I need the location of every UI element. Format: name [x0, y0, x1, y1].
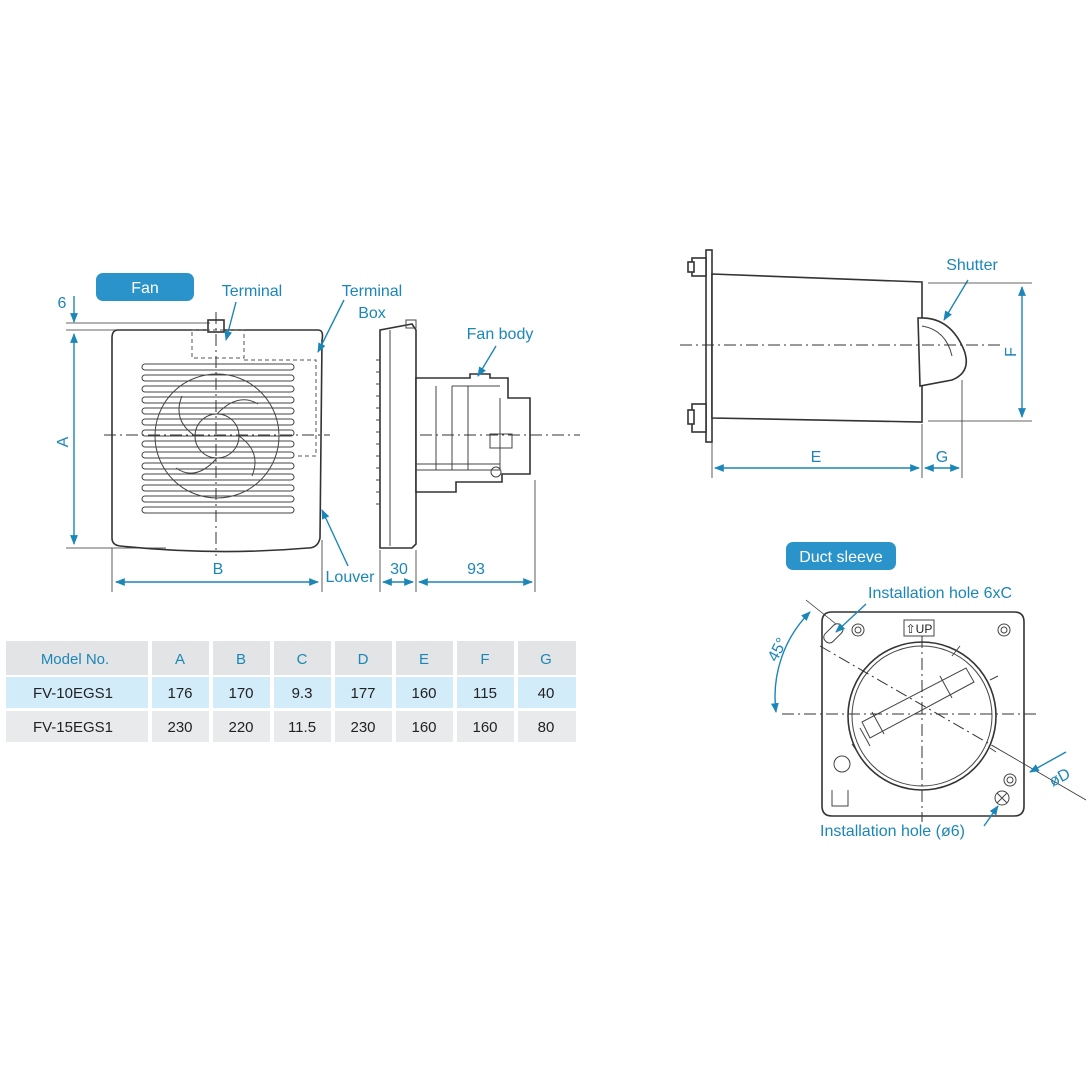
table-cell: 160 [411, 685, 436, 702]
table-cell: 160 [472, 719, 497, 736]
table-cell: 115 [473, 685, 497, 702]
dim-93-label: 93 [467, 561, 485, 578]
hole-d6 [994, 790, 1010, 806]
spec-table: Model No. A B C D E F G FV-10EGS1 176 17… [6, 641, 576, 742]
terminal-label: Terminal [222, 283, 282, 300]
duct-sleeve-front-view: Duct sleeve ⇧UP 45° [765, 542, 1087, 840]
sleeve-flange [705, 249, 713, 443]
table-header-e: E [419, 651, 429, 668]
table-cell: 220 [228, 719, 253, 736]
dia-d-label: øD [1046, 766, 1073, 791]
table-header-d: D [358, 651, 369, 668]
dim-a-label: A [55, 436, 72, 447]
shutter-label: Shutter [946, 257, 998, 274]
duct-sleeve-tag [786, 542, 896, 570]
angle-label: 45° [765, 635, 791, 664]
install-hole-6xc-label: Installation hole 6xC [868, 585, 1012, 602]
table-cell: 176 [167, 685, 192, 702]
table-cell: 230 [350, 719, 375, 736]
table-cell: 80 [538, 719, 555, 736]
dim-g-label: G [936, 449, 948, 466]
terminal-box-hidden [244, 359, 317, 457]
fan-side-view: Fan body 30 93 [376, 319, 580, 592]
sleeve-side-view: Shutter F E G [680, 249, 1032, 478]
side-motor-body [415, 373, 531, 493]
duct-sleeve-tag-label: Duct sleeve [799, 549, 883, 566]
fan-tag-label: Fan [131, 280, 159, 297]
table-cell: 11.5 [288, 719, 316, 736]
table-cell: 40 [538, 685, 555, 702]
impeller-outline [154, 373, 280, 499]
table-cell: 170 [228, 685, 253, 702]
table-cell: 160 [411, 719, 436, 736]
sleeve-tube [711, 273, 923, 423]
terminal-box-label-2: Box [358, 305, 386, 322]
install-hole-d6-label: Installation hole (ø6) [820, 823, 965, 840]
table-cell: 177 [350, 685, 375, 702]
fan-body-label: Fan body [467, 326, 534, 343]
side-grill-teeth [376, 359, 380, 505]
table-header-bg [6, 641, 148, 675]
table-cell: FV-15EGS1 [33, 719, 113, 736]
table-header-model: Model No. [41, 651, 109, 668]
table-header-g: G [540, 651, 552, 668]
fan-tag [96, 273, 194, 301]
table-row-2-bg [6, 711, 148, 742]
dim-e-label: E [811, 449, 822, 466]
terminal-box-label-1: Terminal [342, 283, 402, 300]
fan-front-view: Fan [55, 273, 402, 592]
dim-f-label: F [1003, 347, 1020, 357]
table-cell: 9.3 [292, 685, 313, 702]
table-header-a: A [175, 651, 185, 668]
impeller-blades [175, 395, 259, 477]
dim-30-label: 30 [390, 561, 408, 578]
dim-b-label: B [213, 561, 224, 578]
table-cell: 230 [167, 719, 192, 736]
damper-plate [861, 667, 975, 739]
terminal-hidden [191, 329, 245, 359]
dim-6-label: 6 [58, 295, 67, 312]
table-row-1-bg [6, 677, 148, 708]
shutter-shape [917, 317, 968, 387]
table-header-f: F [480, 651, 489, 668]
table-header-c: C [297, 651, 308, 668]
table-header-b: B [236, 651, 246, 668]
side-panel [379, 323, 417, 549]
up-mark: ⇧UP [906, 622, 933, 636]
table-cell: FV-10EGS1 [33, 685, 113, 702]
louver-label: Louver [326, 569, 376, 586]
louver-slats [141, 363, 295, 514]
